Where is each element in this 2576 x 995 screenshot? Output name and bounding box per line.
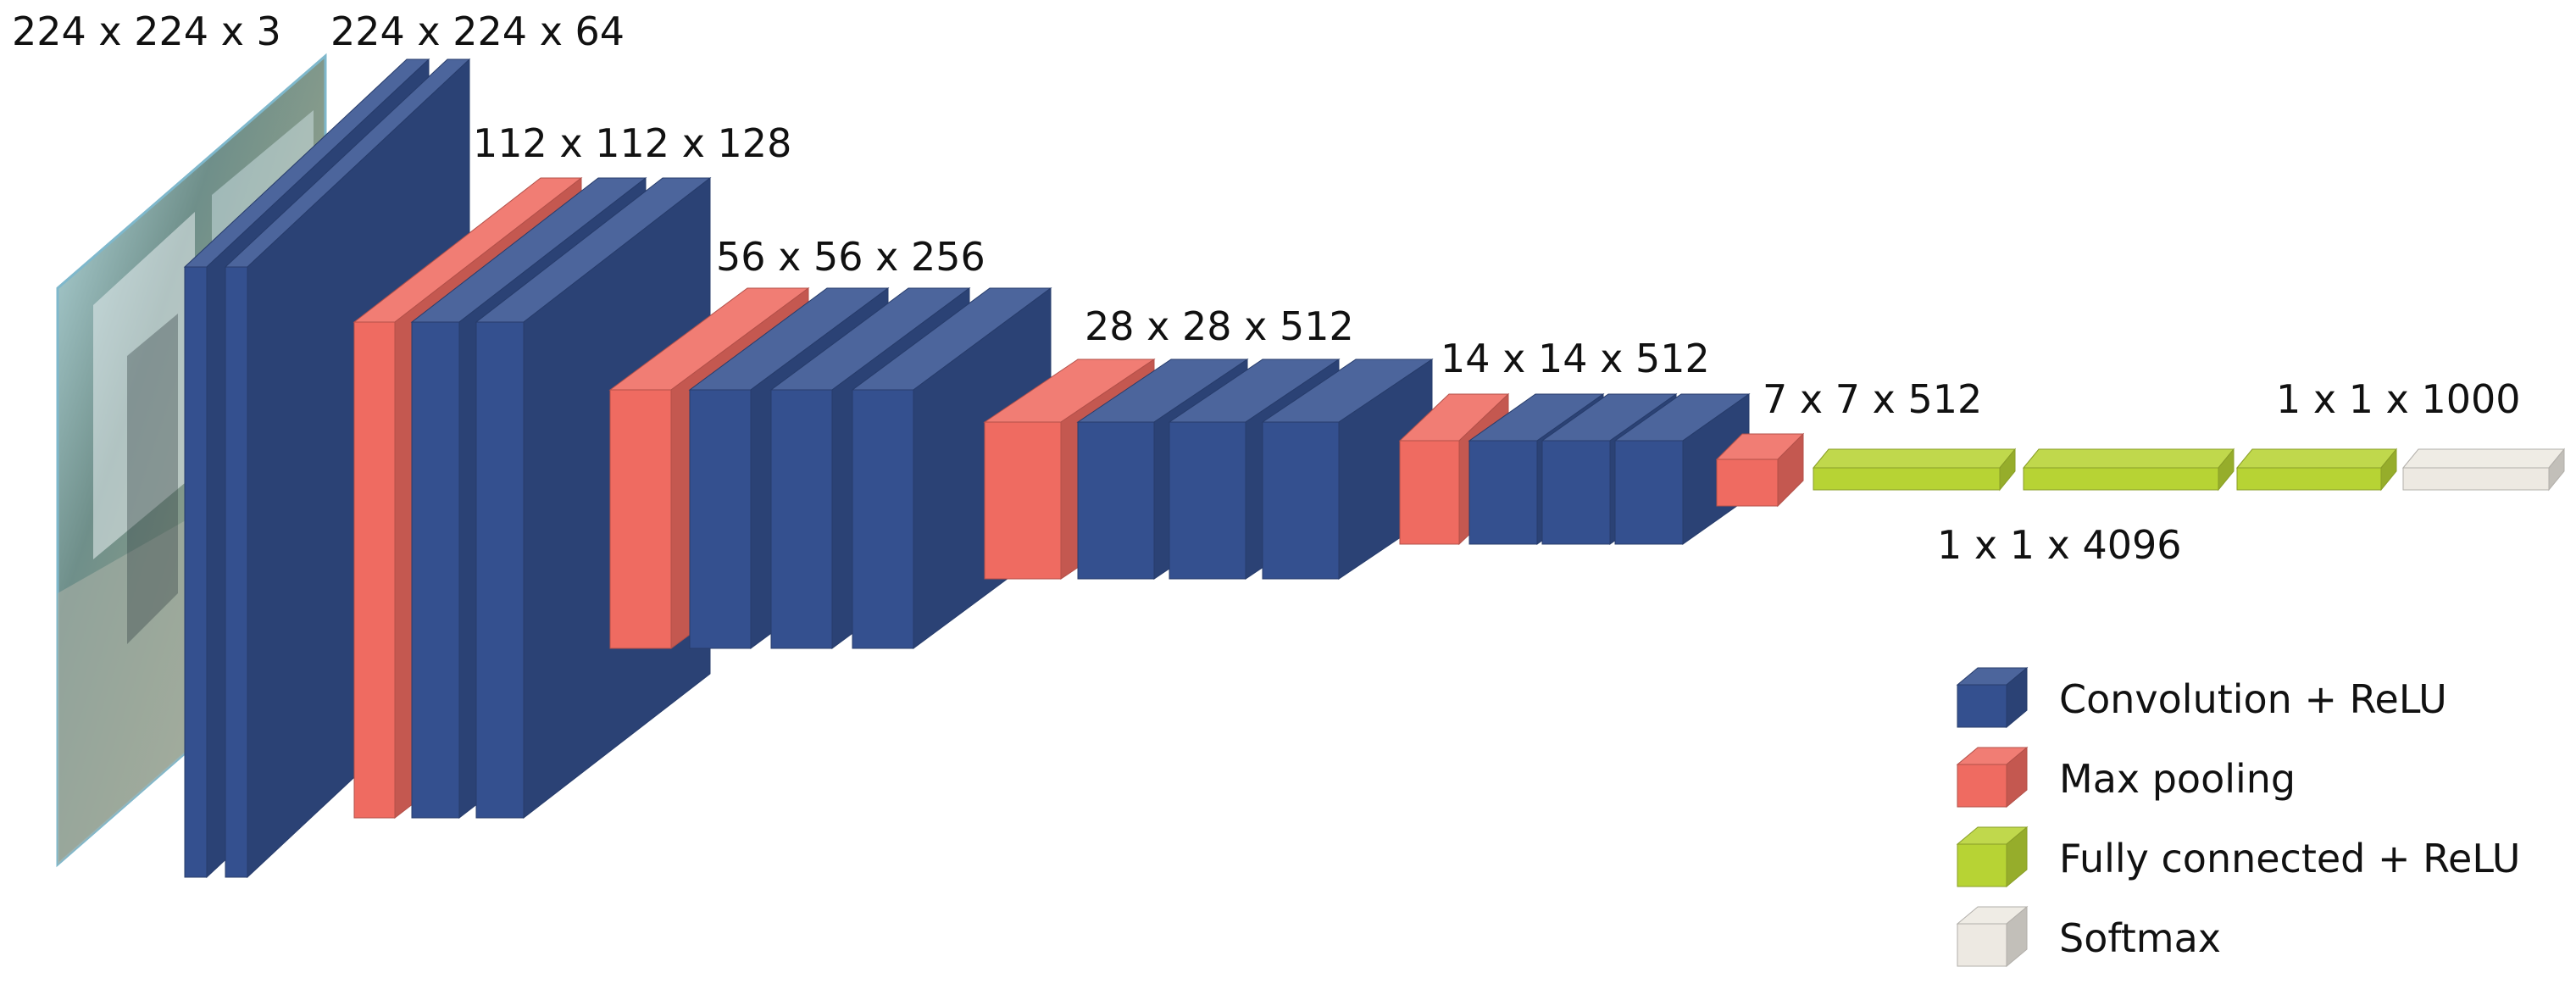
legend-label-fc: Fully connected + ReLU [2059,836,2521,881]
fc7-block [2022,447,2235,492]
label-softmax-size: 1 x 1 x 1000 [2276,376,2521,422]
legend-label-conv: Convolution + ReLU [2059,676,2447,722]
label-conv2-size: 112 x 112 x 128 [473,120,792,166]
legend-label-pool: Max pooling [2059,756,2296,802]
label-conv3-size: 56 x 56 x 256 [716,234,985,280]
label-fc-size: 1 x 1 x 4096 [1937,522,2182,568]
label-conv4-size: 28 x 28 x 512 [1085,303,1354,349]
label-conv5-size: 14 x 14 x 512 [1441,336,1710,381]
label-conv1-size: 224 x 224 x 64 [330,8,625,54]
softmax-block [2401,447,2566,492]
label-pool5-size: 7 x 7 x 512 [1763,376,1983,422]
label-input-size: 224 x 224 x 3 [12,8,281,54]
pool5-block [1715,432,1805,508]
legend-label-softmax: Softmax [2059,915,2221,961]
conv5-3-block [1613,393,1751,545]
fc8-block [2235,447,2398,492]
fc6-block [1812,447,2017,492]
